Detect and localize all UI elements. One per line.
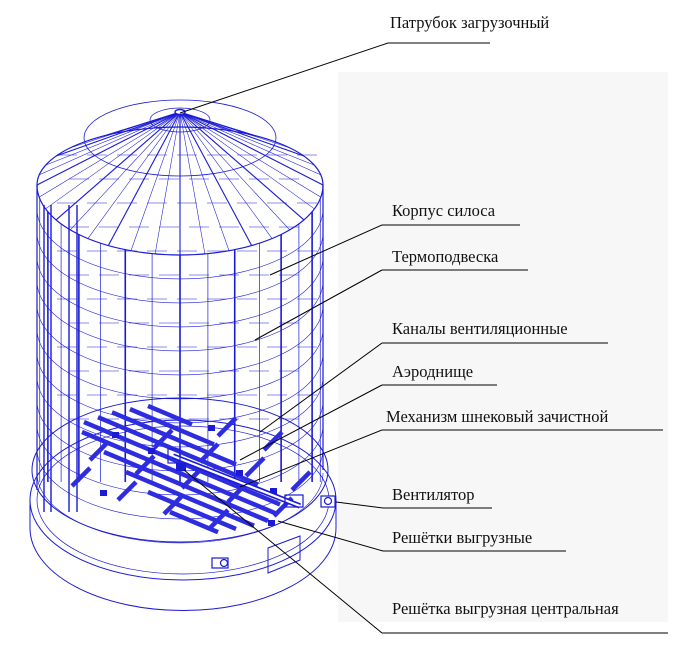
label-ventilation-channels: Каналы вентиляционные (392, 319, 568, 338)
label-loading-nozzle: Патрубок загрузочный (390, 13, 549, 32)
label-aeration-floor: Аэроднище (392, 362, 473, 381)
roof-rib (108, 111, 181, 136)
ventilation-channel-cross (216, 416, 238, 438)
roof-rib (45, 111, 181, 210)
wall-ring (36, 304, 324, 376)
roof-rib (179, 111, 315, 166)
wall-ring (36, 448, 324, 520)
ventilation-channel (97, 415, 259, 487)
ventilation-channel-cross (180, 468, 202, 490)
roof-rib (179, 111, 273, 239)
roof-rib (55, 111, 181, 221)
ventilation-channel-cross (244, 456, 266, 478)
ventilation-channel-cross (162, 494, 184, 516)
roof-rib (108, 111, 181, 246)
ventilation-channels (70, 403, 312, 535)
loading-nozzle (174, 108, 186, 116)
ventilation-channel-cross (152, 428, 174, 450)
label-unloading-grates: Решётки выгрузные (392, 528, 532, 547)
central-unloading-grate (176, 463, 186, 471)
roof-rib (87, 111, 181, 239)
roof-rib (154, 111, 181, 254)
service-hatch (267, 535, 301, 574)
unloading-grate (112, 432, 119, 438)
sweep-auger (167, 448, 304, 509)
ventilation-channel (111, 410, 237, 467)
roof-rib (155, 111, 181, 129)
ventilation-channel-cross (198, 442, 220, 464)
wall-ring (36, 352, 324, 424)
label-central-unloading-grate: Решётка выгрузная центральная (392, 599, 619, 618)
unloading-grate (100, 490, 107, 496)
roof-rib (130, 111, 181, 131)
ventilation-channel-cross (134, 454, 156, 476)
roof-rib (179, 111, 321, 176)
roof-rib (179, 111, 290, 230)
roof-rib (36, 111, 181, 186)
label-sweep-auger: Механизм шнековый зачистной (386, 407, 608, 426)
roof-rib (39, 111, 181, 198)
background-panel (338, 72, 668, 622)
wall-ring (36, 208, 324, 280)
roof-rib (179, 111, 305, 221)
aeration-floor-ellipse (31, 397, 329, 543)
wall-ring (36, 472, 324, 544)
wall-ring (36, 280, 324, 352)
ventilation-channel (81, 429, 279, 517)
roof-rib (39, 111, 181, 176)
label-thermal-suspension: Термоподвеска (392, 247, 499, 266)
roof-rib (179, 111, 321, 198)
roof-rib (179, 111, 252, 246)
roof-rib (45, 111, 181, 166)
ventilation-channel-cross (290, 470, 312, 492)
roof-ring (83, 99, 277, 177)
roof-rib (179, 111, 230, 251)
unloading-grate (268, 520, 275, 526)
ventilation-channel-cross (262, 430, 284, 452)
unloading-grate (236, 470, 243, 476)
wall-ring (36, 232, 324, 304)
fan (320, 495, 336, 508)
ventilation-channel (169, 509, 219, 535)
ventilation-channel (147, 489, 237, 532)
label-fan: Вентилятор (392, 485, 475, 504)
roof-rib (130, 111, 181, 251)
unloading-grate (270, 488, 277, 494)
roof-rib (179, 111, 206, 254)
unloading-grate (148, 448, 155, 454)
unloading-grate (208, 425, 215, 431)
roof-rib (70, 111, 181, 230)
bottom-fan (211, 557, 229, 569)
ventilation-channel (125, 469, 255, 528)
leader-lines (179, 42, 668, 634)
foundation-ring (29, 419, 337, 611)
ventilation-channel (129, 407, 215, 447)
roof-rib (179, 111, 324, 186)
wall-ring (36, 376, 324, 448)
ventilation-channel-cross (70, 466, 92, 488)
label-silo-body: Корпус силоса (392, 201, 496, 220)
roof-rib (179, 111, 315, 210)
wall-ring (36, 256, 324, 328)
wall-ring (36, 328, 324, 400)
roof-rib (179, 111, 205, 129)
ventilation-channel-cross (226, 482, 248, 504)
ventilation-channel-cross (88, 440, 110, 462)
ventilation-channel-cross (208, 508, 230, 530)
ventilation-channel-cross (116, 480, 138, 502)
roof-rib (179, 111, 305, 157)
roof-rib (55, 111, 181, 157)
ventilation-channel (147, 403, 193, 427)
silo-roof (36, 99, 324, 255)
unloading-grates (100, 425, 277, 526)
roof-ring-inner (149, 107, 211, 133)
